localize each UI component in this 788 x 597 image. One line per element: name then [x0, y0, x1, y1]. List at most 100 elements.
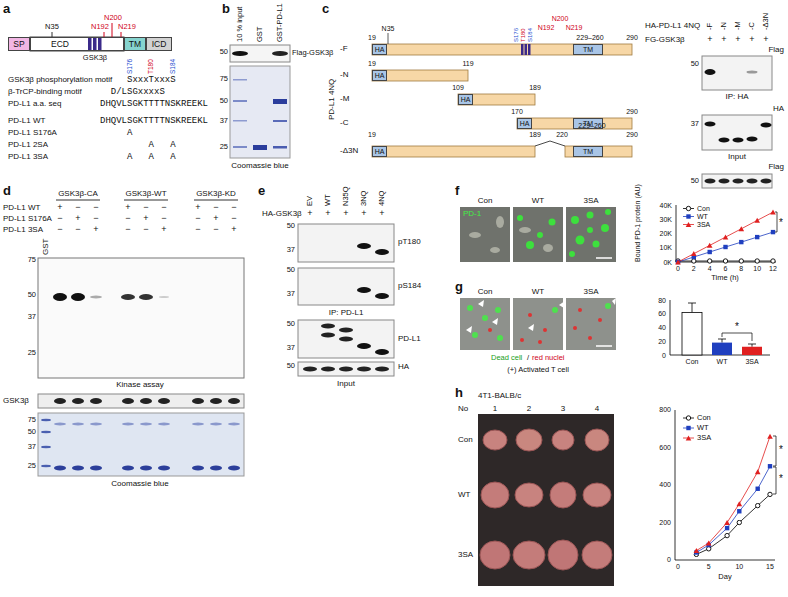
lane-label: GST-PD-L1 [276, 3, 284, 42]
panel-c-blots [702, 56, 772, 188]
panel-h-tumours-shape [548, 540, 578, 570]
column-label: GSK3β-CA [58, 190, 98, 198]
axis-tick: 40 [658, 324, 666, 331]
image-caption: red nuclei [532, 354, 565, 362]
panel-g-micrographs-shape [538, 340, 542, 344]
panel-letter: d [3, 184, 11, 197]
panel-f-micrographs-shape [566, 207, 616, 262]
axis-tick: 3SA [745, 358, 758, 365]
panel-d-blots-shape [122, 423, 134, 426]
panel-d-blots-shape [54, 398, 66, 404]
legend-text: Con [697, 414, 711, 422]
region-label: GSK3β [83, 54, 107, 62]
sign-mark: − [143, 203, 148, 212]
panel-f-chart-shape [678, 212, 773, 262]
lane-label: -C [748, 22, 756, 30]
ha-tag-box: HA [517, 118, 532, 129]
site-label: S184 [170, 59, 177, 74]
panel-d-blots-shape [121, 294, 135, 300]
panel-letter: b [222, 2, 230, 15]
panel-f-chart-shape [686, 214, 690, 218]
sign-mark: + [721, 35, 726, 44]
panel-e-blots-shape [321, 333, 335, 338]
panel-d-blots-shape [41, 431, 51, 433]
panel-f-micrographs-shape [496, 216, 504, 228]
image-caption: Dead cell [491, 354, 522, 362]
axis-tick: 0 [662, 352, 666, 359]
axis-tick: 8 [739, 265, 743, 272]
row-label: GSK3β phosphorylation motif [8, 76, 112, 84]
panel-d-blots-shape [72, 398, 84, 404]
axis-tick: 0K [663, 259, 672, 266]
axis-tick: 10 [753, 265, 761, 272]
mw-marker: 37 [28, 443, 36, 451]
panel-d-blots-shape [38, 413, 244, 476]
panel-b-blots-shape [233, 100, 247, 102]
panel-g-micrographs-shape [492, 318, 498, 325]
row-label: No [458, 405, 468, 413]
axis-tick: 15 [766, 563, 774, 570]
sign-mark: + [361, 209, 366, 218]
panel-d-blots-shape [38, 258, 244, 378]
panel-g-chart-shape [752, 344, 753, 347]
sequence-text: A [127, 129, 132, 138]
panel-c-constructs-shape [521, 44, 524, 55]
axis-title: Time (h) [711, 274, 739, 282]
panel-g-micrographs [460, 298, 616, 350]
panel-g-chart-shape [722, 333, 752, 341]
panel-letter: a [3, 2, 10, 15]
sequence-text: A [149, 153, 154, 162]
panel-d-blots-shape [124, 200, 168, 201]
panel-e-blots-shape [339, 328, 353, 333]
panel-h-chart [675, 410, 776, 560]
panel-d-blots-shape [158, 466, 170, 471]
panel-d-blots-shape [72, 466, 84, 471]
mw-marker: 37 [220, 117, 228, 125]
panel-g-micrographs-shape [598, 318, 602, 322]
panel-h-tumours-shape [478, 414, 614, 586]
row-label: HA-PD-L1 4NQ [645, 22, 700, 30]
axis-tick: 2 [692, 265, 696, 272]
panel-g-micrographs-shape [467, 305, 473, 311]
construct-label: -F [340, 45, 348, 53]
panel-b-blots-shape [233, 120, 247, 122]
axis-tick: 0 [676, 563, 680, 570]
sequence-text: SxxxTxxxS [127, 76, 176, 85]
node-text: TM [583, 148, 593, 155]
lane-label: WT [324, 194, 332, 206]
site-label: S176 [127, 59, 134, 74]
panel-e-blots [298, 224, 394, 376]
panel-f-micrographs-shape [601, 224, 609, 232]
residue-number: 19 [368, 34, 376, 41]
sequence-text: DHQVLSGKTTTTNSKREEKL [100, 100, 208, 109]
blot-label: Flag [768, 46, 784, 54]
panel-e-blots-shape [298, 268, 394, 305]
panel-f-micrographs-shape [587, 227, 593, 233]
panel-h-chart-shape [686, 435, 692, 440]
sign-mark: − [231, 214, 236, 223]
panel-e-blots-shape [298, 320, 394, 358]
sign-mark: + [735, 35, 740, 44]
sign-mark: + [75, 214, 80, 223]
construct-label: -Δ3N [340, 147, 358, 155]
panel-f-chart-shape [775, 212, 777, 232]
panel-f-chart-shape [678, 261, 773, 262]
sign-mark: + [343, 209, 348, 218]
sign-mark: + [325, 209, 330, 218]
panel-c-blots-shape [705, 179, 716, 184]
axis-title: Day [718, 573, 731, 581]
panel-e-blots-shape [375, 249, 389, 255]
mw-marker: 50 [220, 48, 228, 56]
axis-tick: 200 [659, 519, 671, 526]
panel-d-blots-shape [41, 446, 51, 448]
row-label: PD-L1 3SA [8, 153, 48, 161]
column-label: 3SA [583, 197, 598, 205]
lane-label: -N [720, 22, 728, 30]
panel-b-blots-shape [233, 79, 247, 81]
legend-text: 3SA [697, 221, 710, 228]
panel-c-constructs-shape [528, 44, 531, 55]
panel-letter: g [455, 280, 463, 293]
residue-number: 119 [462, 60, 473, 67]
node-text: TM [129, 40, 141, 49]
blot-label: IP: PD-L1 [329, 309, 364, 317]
